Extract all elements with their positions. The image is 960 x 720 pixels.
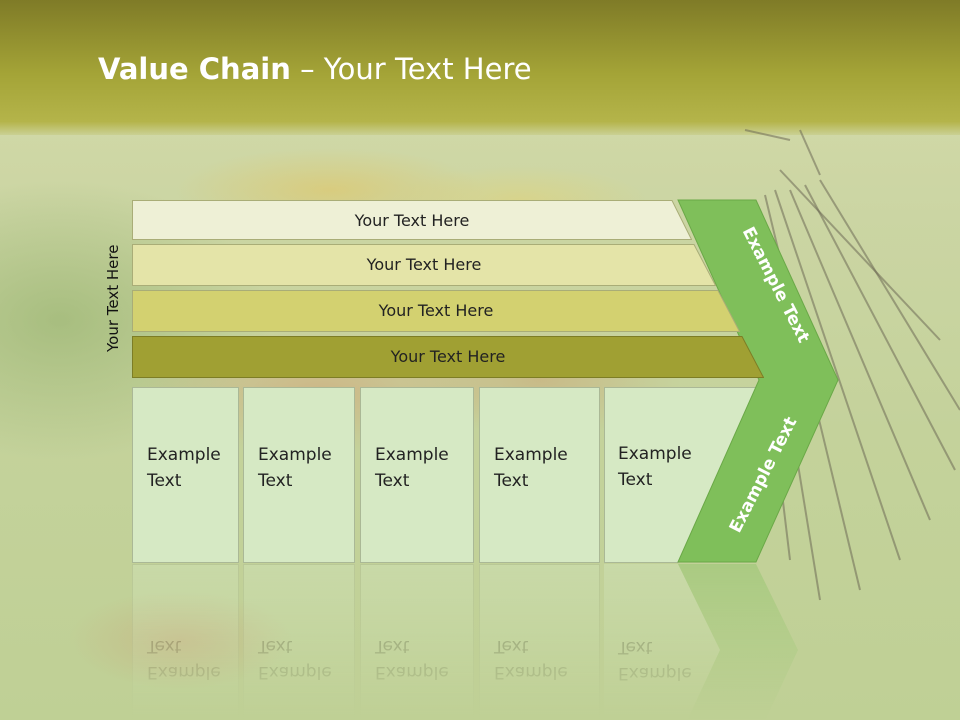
- value-bar-2-label: Your Text Here: [366, 254, 482, 274]
- title-banner: [0, 0, 960, 135]
- value-bar-1-shape: [132, 200, 692, 240]
- title-bold: Value Chain: [98, 52, 291, 86]
- value-bar-2-shape: [132, 244, 716, 286]
- reflection-chevron: [678, 564, 798, 720]
- value-bar-2[interactable]: Your Text Here: [132, 244, 716, 286]
- value-bar-4-shape: [132, 336, 764, 378]
- side-label: Your Text Here: [104, 244, 122, 352]
- value-bar-1[interactable]: Your Text Here: [132, 200, 692, 240]
- value-bar-3[interactable]: Your Text Here: [132, 290, 740, 332]
- value-bar-1-label: Your Text Here: [354, 210, 470, 230]
- value-bar-3-shape: [132, 290, 740, 332]
- value-bar-4[interactable]: Your Text Here: [132, 336, 764, 378]
- value-bar-3-label: Your Text Here: [378, 300, 494, 320]
- chevron-arrow: [677, 199, 839, 563]
- value-bar-4-label: Your Text Here: [390, 346, 506, 366]
- title-rest: – Your Text Here: [290, 52, 532, 86]
- slide-title: Value Chain – Your Text Here: [98, 52, 532, 86]
